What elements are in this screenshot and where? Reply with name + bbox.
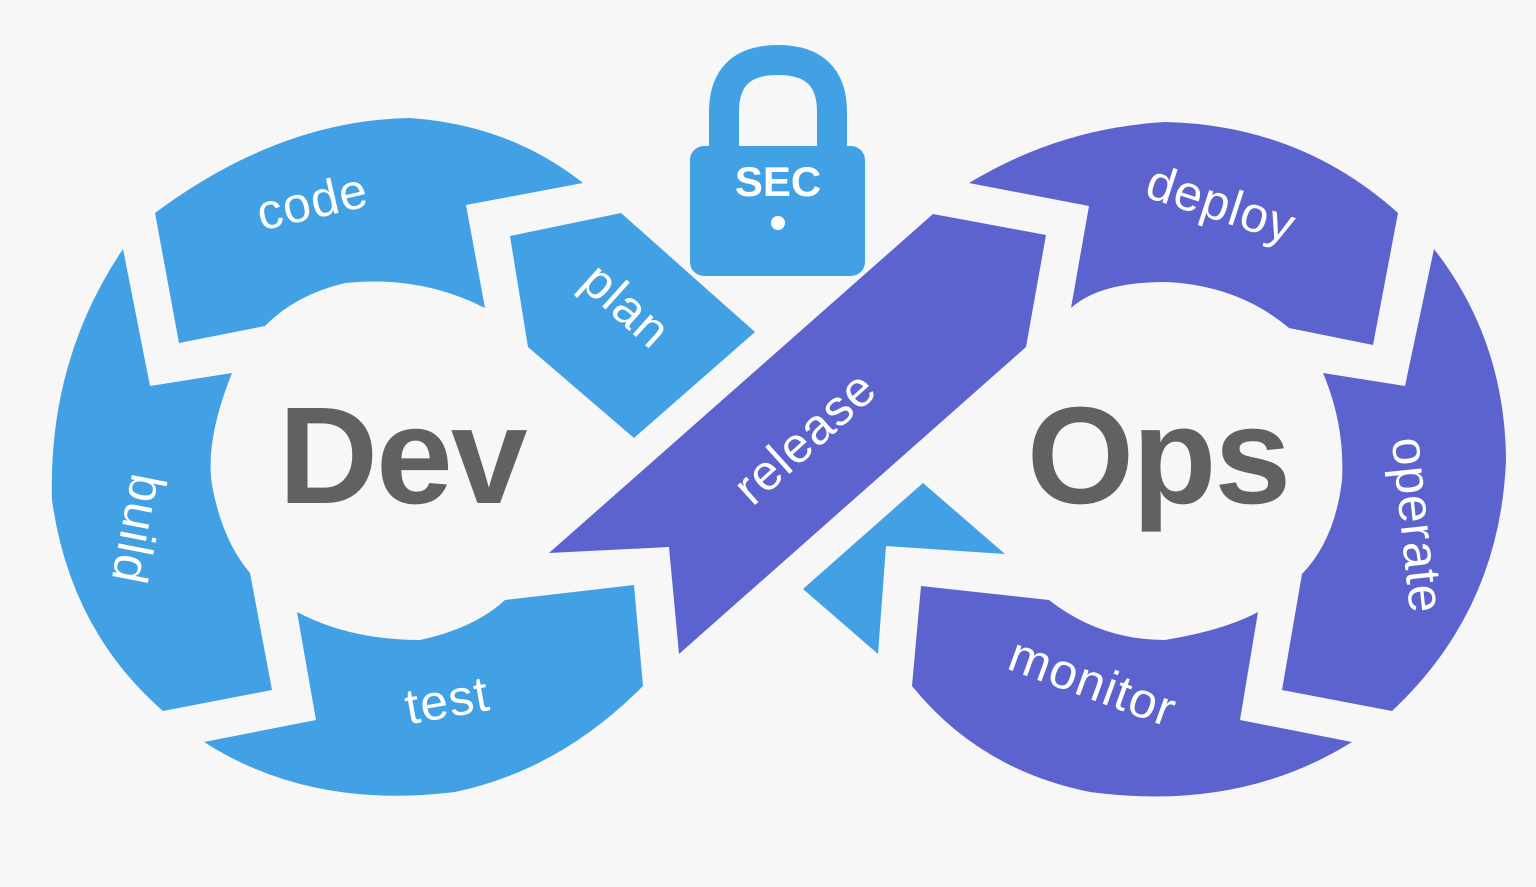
ops-hub-label: Ops: [1027, 379, 1289, 533]
code-segment: [155, 118, 583, 343]
padlock-body: [690, 146, 865, 276]
ops-loop: [549, 122, 1506, 797]
padlock-label: SEC: [735, 158, 821, 205]
dev-hub-label: Dev: [278, 379, 527, 533]
padlock-shackle: [709, 44, 847, 150]
padlock-icon: SEC: [690, 44, 865, 276]
deploy-segment: [969, 122, 1398, 345]
monitor-to-plan-arrow: [803, 483, 1005, 654]
dev-loop: [51, 118, 755, 796]
test-segment: [204, 585, 643, 796]
release-segment: [549, 214, 1046, 654]
monitor-segment: [912, 586, 1352, 797]
operate-segment: [1282, 249, 1506, 711]
build-segment: [51, 249, 272, 711]
padlock-keyhole: [771, 216, 785, 230]
plan-segment: [510, 213, 755, 438]
